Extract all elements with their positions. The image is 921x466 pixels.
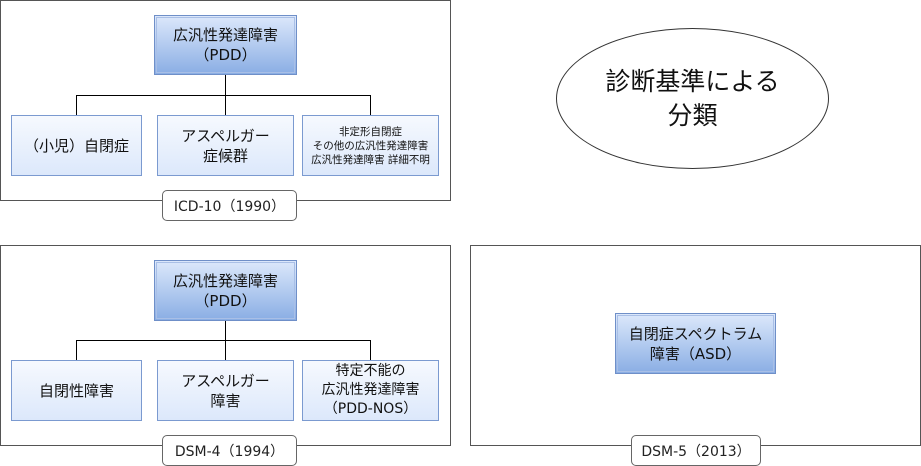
child-line: 症候群 [202, 146, 248, 165]
connector [76, 340, 77, 360]
dsm4-parent-pdd: 広汎性発達障害 （PDD） [154, 260, 297, 321]
title-line: 診断基準による [605, 66, 780, 96]
child-line: （小児）自閉症 [23, 136, 129, 155]
dsm5-asd-box: 自閉症スペクトラム 障害（ASD） [615, 313, 776, 374]
child-line: 自閉性障害 [38, 381, 114, 400]
dsm4-label: DSM-4（1994） [162, 435, 297, 466]
child-line: 障害 [210, 391, 241, 410]
connector [225, 95, 226, 115]
connector [370, 95, 371, 115]
title-ellipse: 診断基準による 分類 [556, 28, 829, 169]
dsm4-child-pdd-nos: 特定不能の 広汎性発達障害 （PDD-NOS） [302, 360, 439, 421]
child-line: 非定形自閉症 [339, 125, 402, 138]
connector [225, 340, 226, 360]
dsm4-child-autistic-disorder: 自閉性障害 [11, 360, 142, 421]
child-line: （PDD-NOS） [323, 401, 418, 417]
parent-line: 広汎性発達障害 [172, 271, 278, 290]
icd10-parent-pdd: 広汎性発達障害 （PDD） [154, 15, 297, 75]
dsm5-label: DSM-5（2013） [631, 435, 761, 466]
parent-line: （PDD） [194, 291, 257, 310]
asd-line: 自閉症スペクトラム [628, 324, 763, 343]
connector [76, 95, 371, 96]
dsm4-child-asperger: アスペルガー 障害 [157, 360, 294, 421]
connector [76, 95, 77, 115]
title-line: 分類 [667, 100, 718, 130]
icd10-child-asperger: アスペルガー 症候群 [157, 115, 294, 176]
child-line: その他の広汎性発達障害 [312, 139, 429, 152]
connector [225, 75, 226, 95]
asd-line: 障害（ASD） [649, 344, 742, 363]
child-line: 広汎性発達障害 詳細不明 [311, 153, 430, 166]
child-line: 特定不能の [335, 363, 406, 379]
icd10-child-autism: （小児）自閉症 [11, 115, 142, 176]
child-line: アスペルガー [181, 371, 270, 390]
child-line: 広汎性発達障害 [321, 382, 420, 398]
child-line: アスペルガー [181, 126, 270, 145]
connector [76, 340, 371, 341]
connector [225, 321, 226, 340]
parent-line: 広汎性発達障害 [172, 26, 278, 44]
parent-line: （PDD） [194, 46, 257, 64]
connector [370, 340, 371, 360]
icd10-label: ICD-10（1990） [162, 190, 297, 221]
icd10-child-other: 非定形自閉症 その他の広汎性発達障害 広汎性発達障害 詳細不明 [302, 115, 439, 176]
